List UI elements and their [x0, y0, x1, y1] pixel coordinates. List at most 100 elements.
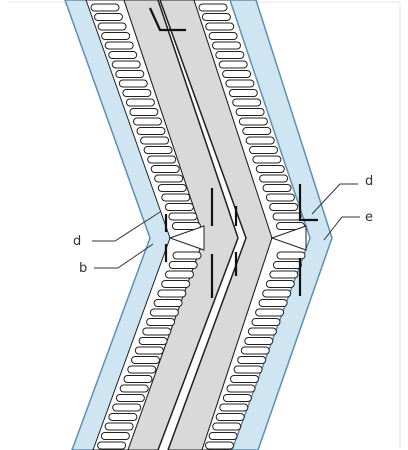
insulation-batt — [136, 127, 166, 135]
insulation-batt — [97, 22, 127, 31]
insulation-batt — [100, 432, 130, 440]
insulation-batt — [127, 365, 157, 374]
insulation-batt — [198, 3, 228, 12]
insulation-batt — [129, 108, 159, 116]
insulation-batt — [138, 337, 168, 345]
insulation-batt — [233, 365, 263, 374]
insulation-batt — [269, 203, 299, 211]
insulation-batt — [244, 337, 274, 345]
insulation-batt — [104, 41, 134, 50]
insulation-batt — [205, 441, 234, 450]
leader-d-left — [92, 211, 161, 242]
insulation-batt — [119, 384, 149, 393]
insulation-batt — [222, 394, 252, 402]
insulation-batt — [235, 108, 265, 116]
leader-lines — [92, 183, 360, 269]
insulation-batt — [172, 251, 202, 260]
label-b: b — [79, 261, 87, 276]
insulation-batt — [258, 299, 288, 307]
insulation-batt — [157, 184, 187, 192]
insulation-batt — [225, 79, 255, 88]
insulation-batt — [245, 136, 275, 145]
right-inner-edge — [159, 0, 247, 450]
insulation-batt — [146, 318, 176, 326]
left-inner-edge — [157, 0, 239, 450]
insulation-batt — [147, 155, 177, 164]
insulation-batt — [150, 165, 180, 173]
insulation-batt — [262, 289, 292, 298]
insulation-batt — [255, 165, 285, 173]
insulation-batt — [201, 13, 231, 21]
insulation-batt — [238, 117, 268, 126]
insulation-batt — [161, 193, 191, 202]
insulation-batt — [165, 270, 194, 279]
insulation-batt — [222, 70, 252, 78]
insulation-batt — [272, 261, 302, 269]
insulation-batt — [212, 422, 242, 431]
insulation-batt — [143, 146, 173, 154]
insulation-batt — [242, 127, 272, 135]
insulation-batt — [265, 280, 295, 288]
insulation-batt — [228, 89, 258, 97]
insulation-batt — [255, 308, 285, 317]
insulation-batt — [101, 32, 131, 40]
label-e: e — [365, 210, 373, 225]
insulation-batt — [171, 222, 201, 230]
insulation-batt — [168, 212, 198, 221]
insulation-batt — [276, 251, 306, 260]
insulation-batt — [131, 356, 160, 364]
insulation-batt — [226, 384, 256, 393]
insulation-batt — [104, 422, 134, 431]
insulation-batt — [265, 193, 295, 202]
insulation-batt — [90, 3, 120, 12]
insulation-batt — [272, 212, 302, 221]
seam-brackets — [148, 7, 318, 298]
insulation-batt — [269, 270, 299, 279]
insulation-batt — [161, 280, 191, 288]
insulation-batt — [259, 174, 289, 183]
insulation-batt — [219, 403, 249, 412]
insulation-batt — [142, 327, 172, 336]
insulation-batt — [208, 32, 238, 40]
insulation-batt — [215, 413, 245, 421]
insulation-batt — [133, 117, 162, 126]
insulation-batt — [123, 375, 153, 383]
label-d-left: d — [73, 234, 81, 249]
insulation-batt — [122, 89, 152, 97]
insulation-batt — [164, 203, 194, 211]
insulation-batt — [218, 60, 248, 69]
insulation-batt — [249, 146, 278, 154]
insulation-batt — [112, 403, 142, 412]
insulation-batt — [240, 346, 270, 355]
insulation-batt — [215, 51, 245, 59]
left-corner-joint — [168, 225, 205, 251]
insulation-batt — [251, 318, 281, 326]
leader-d-right — [311, 183, 358, 215]
insulation-batt — [118, 79, 148, 88]
insulation-batt — [125, 98, 155, 107]
insulation-batt — [108, 51, 138, 59]
insulation-batt — [230, 375, 259, 383]
insulation-batt — [108, 413, 138, 421]
insulation-batt — [140, 136, 170, 145]
insulation-batt — [94, 13, 123, 21]
insulation-batt — [149, 308, 179, 317]
insulation-batt — [115, 70, 145, 78]
insulation-batt — [97, 441, 127, 450]
insulation-batt — [168, 261, 198, 269]
insulation-batt — [232, 98, 262, 107]
leader-b — [94, 243, 154, 269]
right-corner-joint — [270, 225, 307, 251]
leader-e — [323, 216, 360, 241]
insulation-batt — [154, 174, 184, 183]
insulation-batt — [208, 432, 238, 440]
insulation-batt — [237, 356, 267, 364]
insulation-batt — [247, 327, 277, 336]
insulation-batt — [153, 299, 183, 307]
insulation-batt — [212, 41, 241, 50]
insulation-batt — [205, 22, 235, 31]
insulation-batt — [252, 155, 282, 164]
insulation-batt — [111, 60, 141, 69]
insulation-batt — [157, 289, 187, 298]
